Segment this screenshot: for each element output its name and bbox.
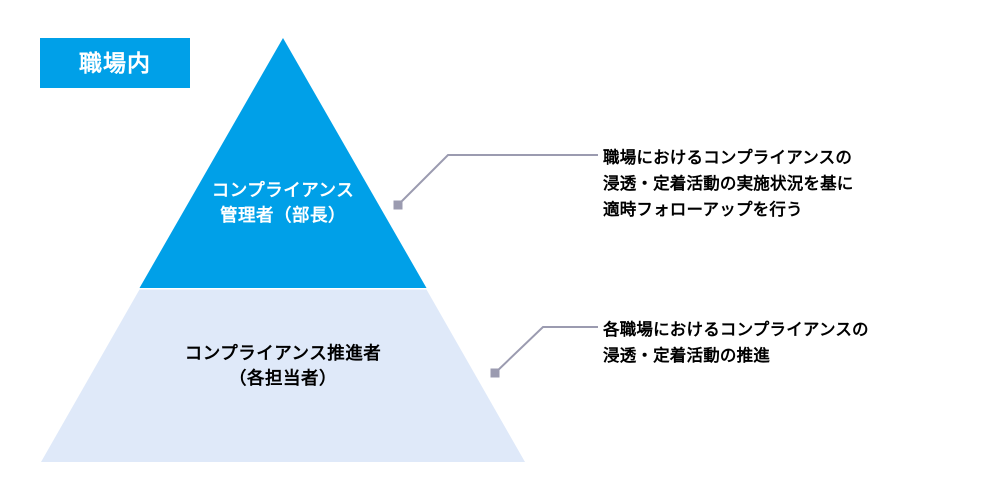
tier-label-compliance-promoter: コンプライアンス推進者 （各担当者） [103, 341, 463, 391]
leader-line-upper [393, 154, 598, 210]
tier-label-line: コンプライアンス推進者 [184, 343, 382, 363]
leader-dot-lower [490, 368, 500, 378]
pyramid-tier-lower [41, 289, 525, 462]
annotation-line: 適時フォローアップを行う [603, 201, 803, 220]
category-label-box: 職場内 [40, 38, 190, 88]
tier-label-line: コンプライアンス [211, 180, 355, 200]
annotation-manager-role: 職場におけるコンプライアンスの 浸透・定着活動の実施状況を基に 適時フォローアッ… [603, 145, 854, 223]
annotation-line: 職場におけるコンプライアンスの [603, 149, 853, 167]
leader-line-lower [490, 326, 598, 378]
annotation-line: 浸透・定着活動の推進 [603, 347, 770, 366]
tier-label-line: 管理者（部長） [220, 204, 346, 225]
pyramid-tier-upper [139, 38, 427, 288]
leader-dot-upper [393, 200, 403, 210]
annotation-line: 各職場におけるコンプライアンスの [603, 321, 869, 339]
annotation-line: 浸透・定着活動の実施状況を基に [603, 175, 854, 194]
tier-label-line: （各担当者） [229, 367, 337, 388]
category-label-text: 職場内 [79, 49, 151, 76]
annotation-promoter-role: 各職場におけるコンプライアンスの 浸透・定着活動の推進 [603, 317, 869, 369]
tier-label-compliance-manager: コンプライアンス 管理者（部長） [103, 178, 463, 228]
